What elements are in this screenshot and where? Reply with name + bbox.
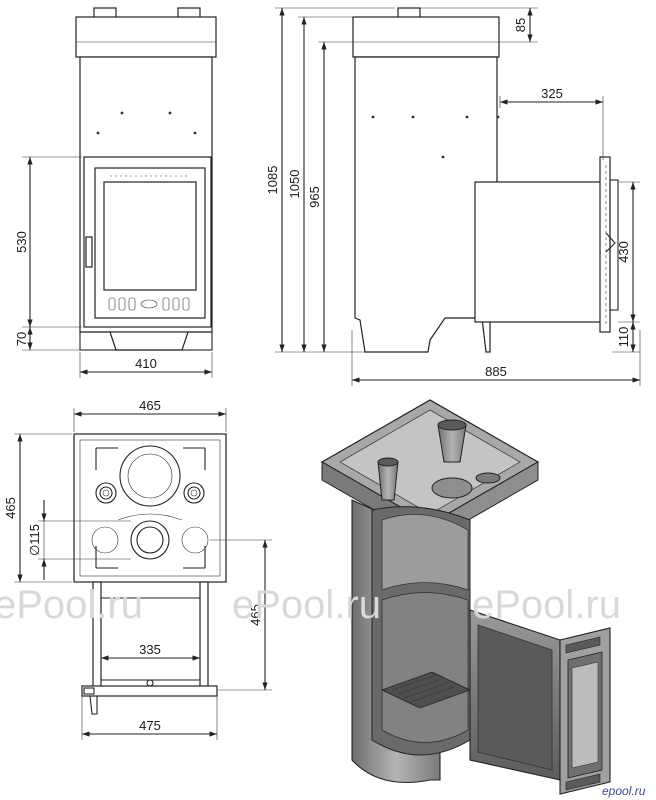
watermark-right: ePool.ru <box>472 583 621 627</box>
side-handle <box>605 232 616 253</box>
side-view <box>352 7 619 353</box>
dim-height-1050: 1050 <box>287 170 302 199</box>
brand-logo: epool.ru <box>602 784 646 798</box>
dimension-lines <box>14 7 641 740</box>
dim-top-depth: 465 <box>3 497 18 519</box>
side-tunnel <box>474 181 604 323</box>
dim-top-width: 465 <box>139 398 161 413</box>
dim-base-depth: 465 <box>248 604 263 626</box>
top-outline <box>73 433 227 583</box>
dim-top-collar: 85 <box>513 18 528 32</box>
dim-front-width: 410 <box>135 356 157 371</box>
dim-tunnel-height: 430 <box>616 241 631 263</box>
watermark-left: ePool.ru <box>0 583 143 627</box>
dim-door-bottom: 70 <box>14 332 29 346</box>
side-top-tank <box>352 16 500 58</box>
side-door-plate <box>599 156 611 333</box>
watermarks: ePool.ru ePool.ru ePool.ru epool.ru <box>0 583 646 798</box>
dim-frame-inner: 335 <box>139 642 161 657</box>
dim-height-965: 965 <box>307 186 322 208</box>
top-view <box>73 433 227 715</box>
dim-flue-diameter: ∅115 <box>27 524 42 556</box>
frame-base <box>81 685 218 697</box>
front-view <box>75 7 217 351</box>
frame-leg-right <box>199 581 209 691</box>
dim-side-total-width: 885 <box>485 364 507 379</box>
top-flue-outer <box>130 520 170 560</box>
dim-total-height: 1085 <box>265 166 280 195</box>
front-door-glass <box>103 181 197 291</box>
front-ash-base <box>109 331 189 351</box>
front-top-tank <box>75 16 217 58</box>
dim-tunnel-bottom: 110 <box>616 327 631 348</box>
front-vent-slots <box>108 297 190 311</box>
dim-frame-width: 475 <box>139 718 161 733</box>
top-main-opening <box>119 445 181 507</box>
dim-door-height: 530 <box>14 231 29 253</box>
top-flue-inner <box>136 526 164 554</box>
dim-tunnel-length: 325 <box>541 86 563 101</box>
front-door-handle <box>85 236 93 268</box>
watermark-center: ePool.ru <box>232 583 381 627</box>
cutaway-view <box>320 399 611 795</box>
dimension-labels: 410 530 70 1085 1050 965 85 325 430 110 … <box>3 18 631 733</box>
